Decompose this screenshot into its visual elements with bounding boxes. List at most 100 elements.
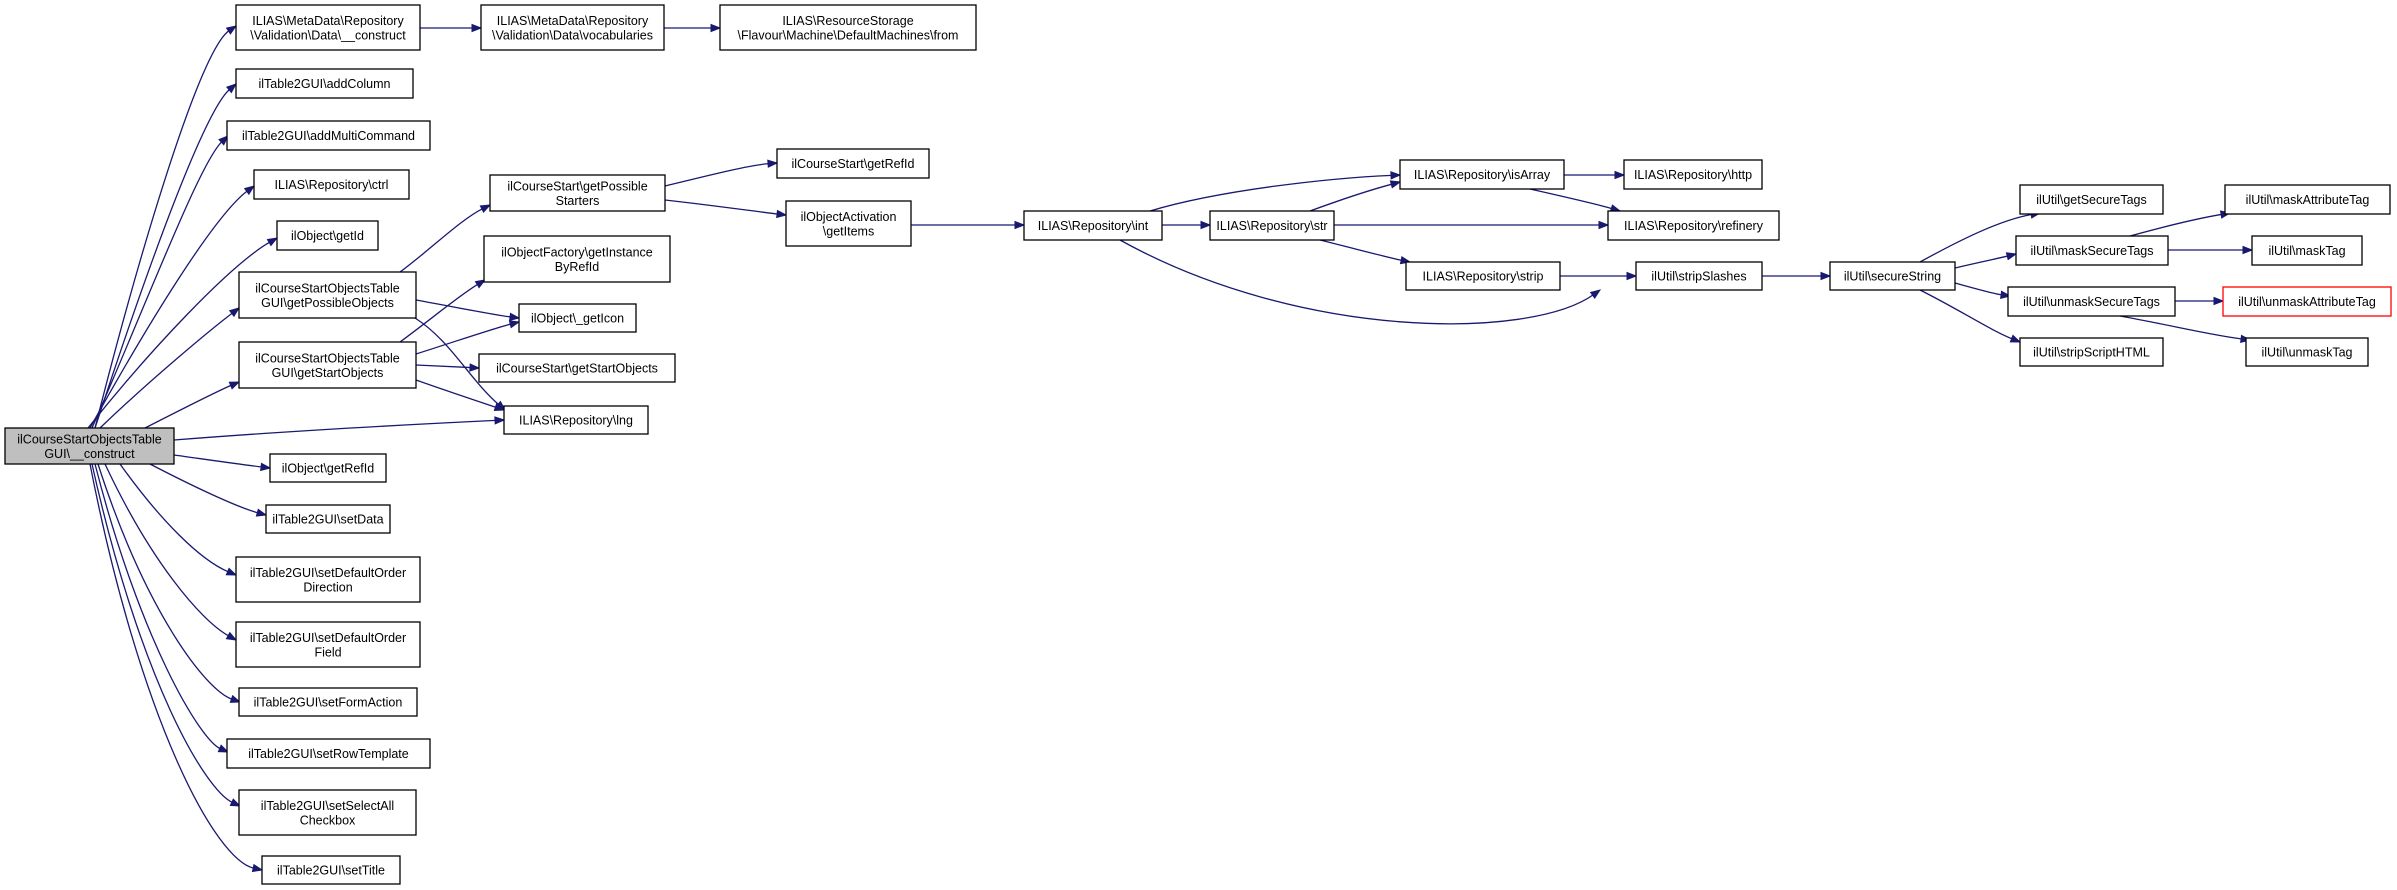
edge-n9-to-n21 xyxy=(415,320,521,355)
node-n11[interactable]: ilObject\getRefId xyxy=(269,453,387,483)
edge-n0-to-n5 xyxy=(91,135,230,429)
node-n10[interactable]: ILIAS\Repository\lng xyxy=(503,405,649,435)
node-n34[interactable]: ilUtil\maskSecureTags xyxy=(2015,235,2169,266)
arrowhead xyxy=(225,25,238,35)
arrowhead xyxy=(226,83,238,94)
arrowhead xyxy=(217,744,230,753)
node-n7[interactable]: ilObject\getId xyxy=(276,220,379,251)
node-n32[interactable]: ilUtil\secureString xyxy=(1829,261,1956,291)
node-label: ilTable2GUI\addColumn xyxy=(258,77,390,91)
edge-n26-to-n29 xyxy=(1334,220,1610,230)
arrowhead xyxy=(260,462,272,472)
edge-line xyxy=(94,88,231,429)
node-label: ilUtil\unmaskAttributeTag xyxy=(2238,295,2376,309)
node-box xyxy=(1023,210,1163,241)
node-n2[interactable]: ILIAS\MetaData\Repository\Validation\Dat… xyxy=(480,4,665,51)
node-n30[interactable]: ILIAS\Repository\strip xyxy=(1405,261,1561,291)
edge-n8-to-n21 xyxy=(415,299,521,322)
edge-line xyxy=(1919,213,2033,263)
node-n26[interactable]: ILIAS\Repository\str xyxy=(1209,210,1335,241)
node-n33[interactable]: ilUtil\getSecureTags xyxy=(2019,184,2164,215)
node-label: \Validation\Data\vocabularies xyxy=(492,28,653,42)
node-n1[interactable]: ILIAS\MetaData\Repository\Validation\Dat… xyxy=(235,4,421,51)
node-n35[interactable]: ilUtil\unmaskSecureTags xyxy=(2007,286,2176,317)
node-label: ILIAS\Repository\refinery xyxy=(1624,219,1764,233)
edge-n32-to-n35 xyxy=(1954,282,2012,299)
node-n39[interactable]: ilUtil\unmaskAttributeTag xyxy=(2222,286,2392,317)
node-n24[interactable]: ilObjectActivation\getItems xyxy=(785,200,912,247)
edge-n0-to-n9 xyxy=(144,381,241,429)
node-n3[interactable]: ILIAS\ResourceStorage\Flavour\Machine\De… xyxy=(719,4,977,51)
node-n8[interactable]: ilCourseStartObjectsTableGUI\getPossible… xyxy=(238,271,417,319)
node-n36[interactable]: ilUtil\stripScriptHTML xyxy=(2019,337,2164,367)
node-box xyxy=(265,504,391,534)
node-box xyxy=(238,687,418,717)
edge-n9-to-n10 xyxy=(415,379,506,412)
node-n15[interactable]: ilTable2GUI\setFormAction xyxy=(238,687,418,717)
node-label: \Flavour\Machine\DefaultMachines\from xyxy=(738,28,959,42)
node-box xyxy=(480,4,665,51)
edge-line xyxy=(89,190,248,429)
edge-n8-to-n19 xyxy=(399,204,492,273)
node-box xyxy=(238,271,417,319)
edge-line xyxy=(91,463,233,804)
node-n25[interactable]: ILIAS\Repository\int xyxy=(1023,210,1163,241)
node-label: ilObject\getId xyxy=(291,229,364,243)
edge-line xyxy=(94,29,230,429)
edge-line xyxy=(173,454,263,468)
edge-n0-to-n17 xyxy=(91,463,242,807)
node-label: ilObjectActivation xyxy=(801,210,897,224)
edge-line xyxy=(1149,174,1393,212)
node-label: ByRefId xyxy=(555,260,600,274)
node-label: GUI\__construct xyxy=(44,447,135,461)
node-n5[interactable]: ilTable2GUI\addMultiCommand xyxy=(226,120,431,151)
node-n16[interactable]: ilTable2GUI\setRowTemplate xyxy=(226,738,431,769)
node-n37[interactable]: ilUtil\maskAttributeTag xyxy=(2224,184,2391,215)
edge-n0-to-n14 xyxy=(104,463,238,641)
node-n9[interactable]: ilCourseStartObjectsTableGUI\getStartObj… xyxy=(238,341,417,389)
node-label: ILIAS\Repository\str xyxy=(1216,219,1327,233)
node-n6[interactable]: ILIAS\Repository\ctrl xyxy=(253,169,410,200)
node-label: ilUtil\unmaskSecureTags xyxy=(2023,295,2160,309)
node-box xyxy=(238,341,417,389)
node-box xyxy=(226,120,431,151)
node-n22[interactable]: ilCourseStart\getStartObjects xyxy=(478,353,676,383)
arrowhead xyxy=(229,694,242,703)
node-n4[interactable]: ilTable2GUI\addColumn xyxy=(235,68,414,99)
node-n28[interactable]: ILIAS\Repository\http xyxy=(1623,159,1763,190)
node-box xyxy=(253,169,410,200)
edge-line xyxy=(144,384,232,429)
node-n27[interactable]: ILIAS\Repository\isArray xyxy=(1399,159,1565,190)
arrowhead xyxy=(493,402,506,412)
node-n40[interactable]: ilUtil\unmaskTag xyxy=(2245,337,2369,367)
edge-n0-to-n15 xyxy=(97,463,242,703)
edge-n0-to-n11 xyxy=(173,454,272,472)
edge-n27-to-n29 xyxy=(1529,188,1622,213)
edge-n9-to-n20 xyxy=(399,279,487,343)
node-box xyxy=(1405,261,1561,291)
node-box xyxy=(235,556,421,603)
edge-n0-to-n12 xyxy=(149,463,268,517)
edge-n32-to-n34 xyxy=(1954,252,2018,269)
node-label: Checkbox xyxy=(300,813,356,827)
node-n21[interactable]: ilObject\_getIcon xyxy=(518,303,637,333)
edge-n31-to-n32 xyxy=(1762,271,1832,281)
node-n12[interactable]: ilTable2GUI\setData xyxy=(265,504,391,534)
node-n23[interactable]: ilCourseStart\getRefId xyxy=(776,148,930,179)
arrowhead xyxy=(1389,180,1402,189)
node-n38[interactable]: ilUtil\maskTag xyxy=(2251,235,2363,266)
node-label: Starters xyxy=(556,194,600,208)
node-n29[interactable]: ILIAS\Repository\refinery xyxy=(1607,210,1780,241)
edge-line xyxy=(173,419,497,441)
nodes: ilCourseStartObjectsTableGUI\__construct… xyxy=(4,4,2392,885)
node-n18[interactable]: ilTable2GUI\setTitle xyxy=(261,855,401,885)
node-label: GUI\getStartObjects xyxy=(272,366,384,380)
node-label: ilTable2GUI\setDefaultOrder xyxy=(250,566,406,580)
node-n31[interactable]: ilUtil\stripSlashes xyxy=(1635,261,1763,291)
